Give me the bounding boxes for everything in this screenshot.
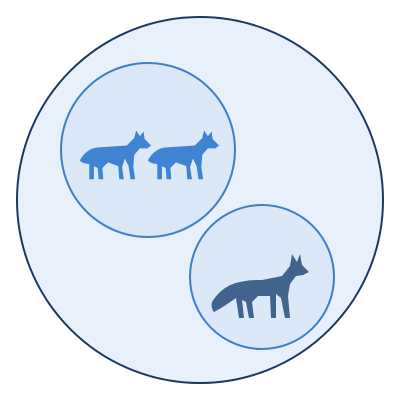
subset-b-circle	[189, 204, 335, 350]
subset-a-circle	[60, 62, 236, 238]
